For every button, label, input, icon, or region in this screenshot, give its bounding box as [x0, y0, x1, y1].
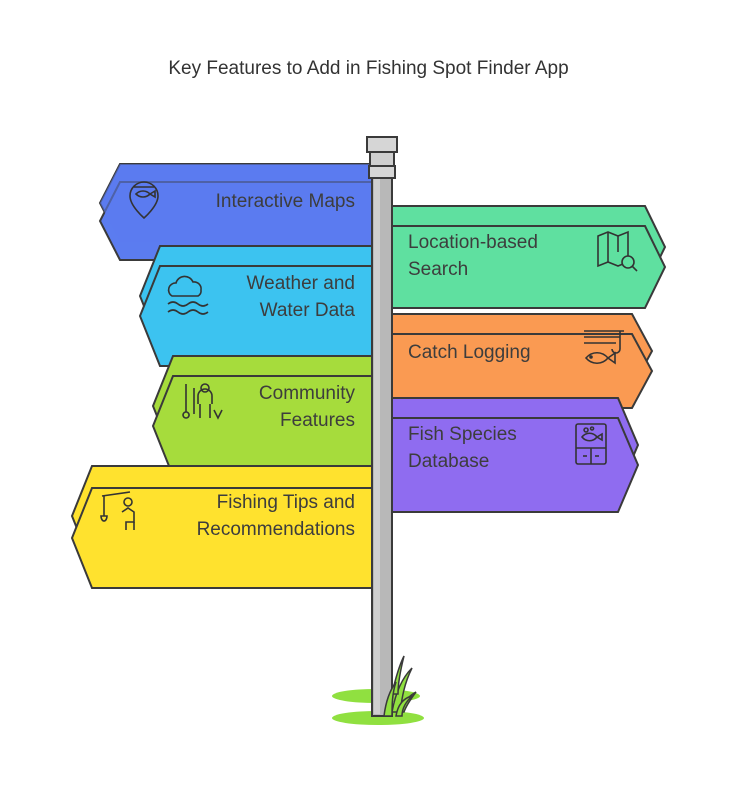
sign-catch-logging: Catch Logging — [389, 313, 654, 409]
fishing-people-icon — [182, 383, 223, 420]
sign-label: Database — [408, 451, 489, 472]
sign-location-search: Location-based Search — [389, 205, 667, 309]
sign-label: Weather and — [247, 273, 355, 294]
sign-label: Location-based — [408, 232, 538, 253]
fish-box-icon — [575, 423, 607, 465]
sign-fish-database: Fish Species Database — [389, 397, 640, 513]
sign-label: Community — [259, 383, 356, 404]
sign-community: Community Features — [151, 355, 381, 477]
sign-label: Interactive Maps — [216, 191, 355, 212]
sign-label: Search — [408, 259, 468, 280]
page-title: Key Features to Add in Fishing Spot Find… — [168, 58, 569, 79]
sign-label: Catch Logging — [408, 342, 531, 363]
map-search-icon — [597, 230, 638, 272]
fish-hook-icon — [584, 330, 624, 365]
sign-interactive-maps: Interactive Maps — [98, 163, 381, 261]
sign-label: Recommendations — [197, 519, 355, 540]
sign-label: Features — [280, 410, 355, 431]
sign-weather-water: Weather and Water Data — [138, 245, 381, 367]
cloud-waves-icon — [167, 275, 209, 315]
sign-label: Water Data — [260, 300, 356, 321]
grass-tuft — [383, 681, 415, 717]
sign-label: Fish Species — [408, 424, 517, 445]
sign-fishing-tips: Fishing Tips and Recommendations — [70, 465, 381, 589]
angler-icon — [100, 491, 135, 530]
signpost-pole — [366, 136, 398, 717]
sign-label: Fishing Tips and — [217, 492, 355, 513]
map-pin-fish-icon — [129, 181, 159, 220]
